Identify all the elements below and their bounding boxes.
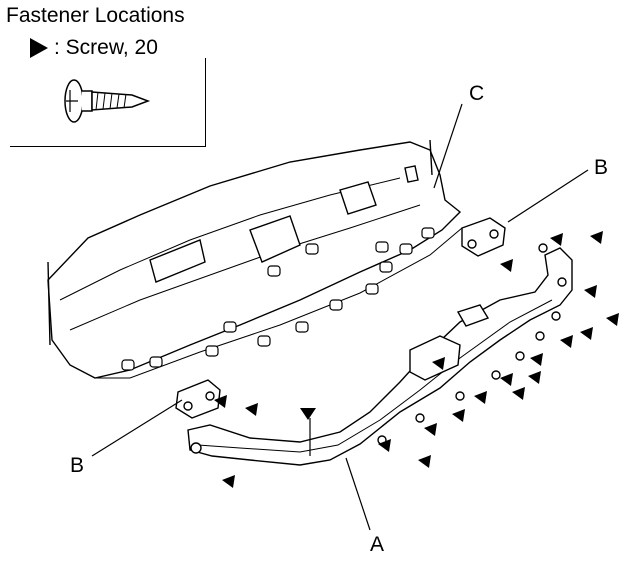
screw-markers: [214, 231, 619, 488]
callout-b-left: B: [70, 454, 85, 477]
callout-b-right: B: [594, 156, 609, 179]
clip-bosses: [121, 227, 435, 371]
screw-legend: : Screw, 20: [30, 36, 158, 60]
screw-illustration: [64, 79, 151, 123]
legend-box: [10, 58, 206, 147]
screw-marker-icon: [30, 38, 48, 58]
fastener-locations-title: Fastener Locations: [6, 4, 185, 27]
bracket-b-right: [461, 217, 506, 257]
callout-a: A: [370, 533, 385, 556]
under-cover-panel: [47, 139, 463, 379]
bracket-b-left: [175, 379, 221, 419]
leader-lines: [91, 103, 589, 531]
member-a: [187, 243, 573, 466]
callout-c: C: [469, 82, 485, 105]
screw-legend-label: : Screw, 20: [54, 36, 158, 59]
